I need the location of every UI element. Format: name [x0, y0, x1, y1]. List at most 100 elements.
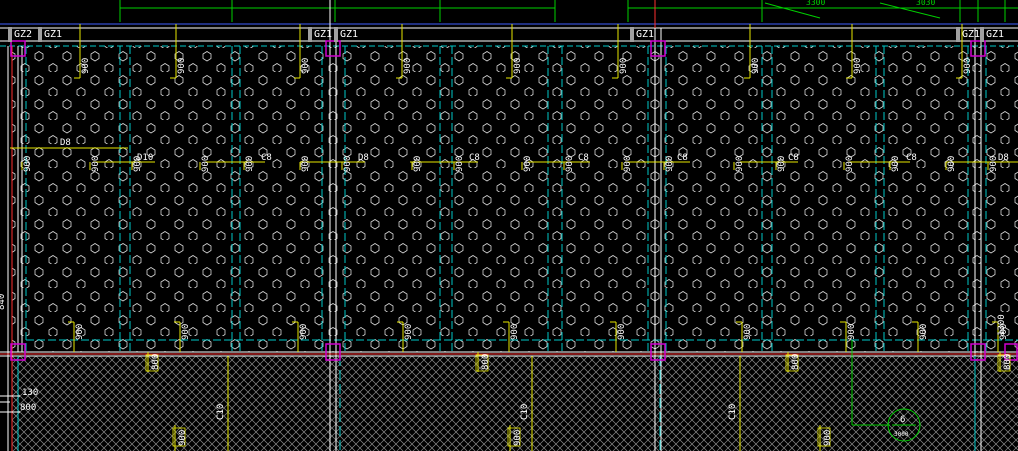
- rebar-label: D8: [60, 138, 71, 148]
- rebar-label: C8: [261, 153, 272, 163]
- rebar-length-label: 900: [455, 156, 465, 172]
- rebar-length-label: 900: [403, 58, 413, 74]
- column-bottom: [325, 343, 341, 361]
- rebar-length-label: 900: [891, 156, 901, 172]
- rebar-length-label: 800: [481, 354, 491, 370]
- rebar-label: C8: [906, 153, 917, 163]
- column-label: GZ1: [44, 29, 62, 40]
- rebar-length-label: 900: [947, 156, 957, 172]
- lower-grid-lines: [17, 356, 976, 451]
- left-label-mid: 130: [22, 388, 38, 398]
- rebar-hook: [997, 354, 1011, 372]
- vertical-rebar: 900 900 900 900 900 900 900 900 900 900 900 900 900 9…: [68, 24, 1009, 352]
- rebar-length-label: 900: [665, 156, 675, 172]
- rebar-length-label: 900: [777, 156, 787, 172]
- rebar-label: D10: [137, 153, 153, 163]
- column-bottom: [10, 343, 26, 361]
- rebar-hook: [172, 427, 186, 447]
- column-label: GZ1: [962, 29, 980, 40]
- rebar-length-label: 900: [245, 156, 255, 172]
- dimension-label-b: 3030: [916, 0, 935, 7]
- rebar-length-label: 800: [151, 354, 161, 370]
- rebar-length-label: 900: [751, 58, 761, 74]
- rebar-length-label: 900: [989, 156, 999, 172]
- rebar-length-label: 900: [23, 156, 33, 172]
- rebar-length-label: 900: [623, 156, 633, 172]
- panel-boundaries: [25, 28, 1018, 451]
- column-label: GZ1: [636, 29, 654, 40]
- rebar-length-label: 900: [299, 324, 309, 340]
- column-tick: [38, 27, 42, 42]
- column-label: GZ1: [314, 29, 332, 40]
- rebar-hook: [817, 427, 831, 447]
- rebar-length-label: 900: [999, 324, 1009, 340]
- rebar-length-label: 900: [343, 156, 353, 172]
- rebar-label: D8: [998, 153, 1009, 163]
- rebar-length-label: 900: [177, 58, 187, 74]
- column-label: GZ1: [340, 29, 358, 40]
- rebar-length-label: 900: [413, 156, 423, 172]
- rebar-length-label: 900: [181, 324, 191, 340]
- column-top: [650, 40, 666, 57]
- rebar-length-label: 900: [823, 430, 833, 446]
- rebar-length-label: 900: [513, 430, 523, 446]
- column-bottom: [1004, 343, 1018, 361]
- rebar-length-label: 900: [845, 156, 855, 172]
- rebar-length-label: 900: [178, 430, 188, 446]
- rebar-length-label: 900: [619, 58, 629, 74]
- rebar-hook: [475, 354, 489, 372]
- rebar-length-label: 900: [919, 324, 929, 340]
- rebar-length-label: 900: [847, 324, 857, 340]
- column-label: GZ1: [986, 29, 1004, 40]
- column-top: [970, 40, 986, 57]
- dimension-label-a: 3300: [806, 0, 825, 7]
- column-top: [325, 40, 341, 57]
- rebar-length-label: 900: [91, 156, 101, 172]
- rebar-length-label: 900: [513, 58, 523, 74]
- rebar-label: C8: [788, 153, 799, 163]
- rebar-label: C10: [520, 404, 530, 420]
- rebar-label: C8: [469, 153, 480, 163]
- rebar-length-label: 900: [523, 156, 533, 172]
- axis-bubble: 6 3000: [851, 340, 921, 442]
- rebar-length-label: 900: [133, 156, 143, 172]
- column-top: [10, 40, 26, 57]
- top-wall: [0, 0, 1018, 47]
- column-tick: [334, 27, 338, 42]
- column-bottom: [650, 343, 666, 361]
- columns: GZ2 GZ1 GZ1 GZ1 GZ1 GZ1 GZ1: [8, 27, 1018, 361]
- left-label-bottom: 800: [20, 403, 36, 413]
- rebar-hook: [785, 354, 799, 372]
- slab-hex-fill: [12, 46, 1018, 352]
- rebar-label: D8: [358, 153, 369, 163]
- column-tick: [980, 27, 984, 42]
- column-tick: [630, 27, 634, 42]
- left-leader-lines: [0, 395, 20, 413]
- rebar-label: C10: [216, 404, 226, 420]
- rebar-length-label: 900: [404, 324, 414, 340]
- rebar-length-label: 900: [963, 58, 973, 74]
- rebar-length-label: 900: [75, 324, 85, 340]
- rebar-length-label: 900: [743, 324, 753, 340]
- rebar-length-label: 900: [301, 156, 311, 172]
- rebar-length-label: 900: [510, 324, 520, 340]
- column-tick: [956, 27, 960, 42]
- column-tick: [308, 27, 312, 42]
- rebar-length-label: 900: [81, 58, 91, 74]
- axis-bubble-sub: 3000: [894, 431, 909, 438]
- rebar-label: C10: [728, 404, 738, 420]
- rebar-length-label: 900: [735, 156, 745, 172]
- rebar-length-label: 900: [565, 156, 575, 172]
- rebar-length-label: 900: [617, 324, 627, 340]
- rebar-hook: [145, 354, 159, 372]
- lower-crosshatch: [12, 356, 1018, 451]
- left-label-top: 840: [0, 294, 7, 310]
- column-label: GZ2: [14, 29, 32, 40]
- rebar-label: C8: [578, 153, 589, 163]
- rebar-length-label: 800: [791, 354, 801, 370]
- rebar-hook: [507, 427, 521, 447]
- column-tick: [8, 27, 12, 42]
- rebar-length-label: 900: [853, 58, 863, 74]
